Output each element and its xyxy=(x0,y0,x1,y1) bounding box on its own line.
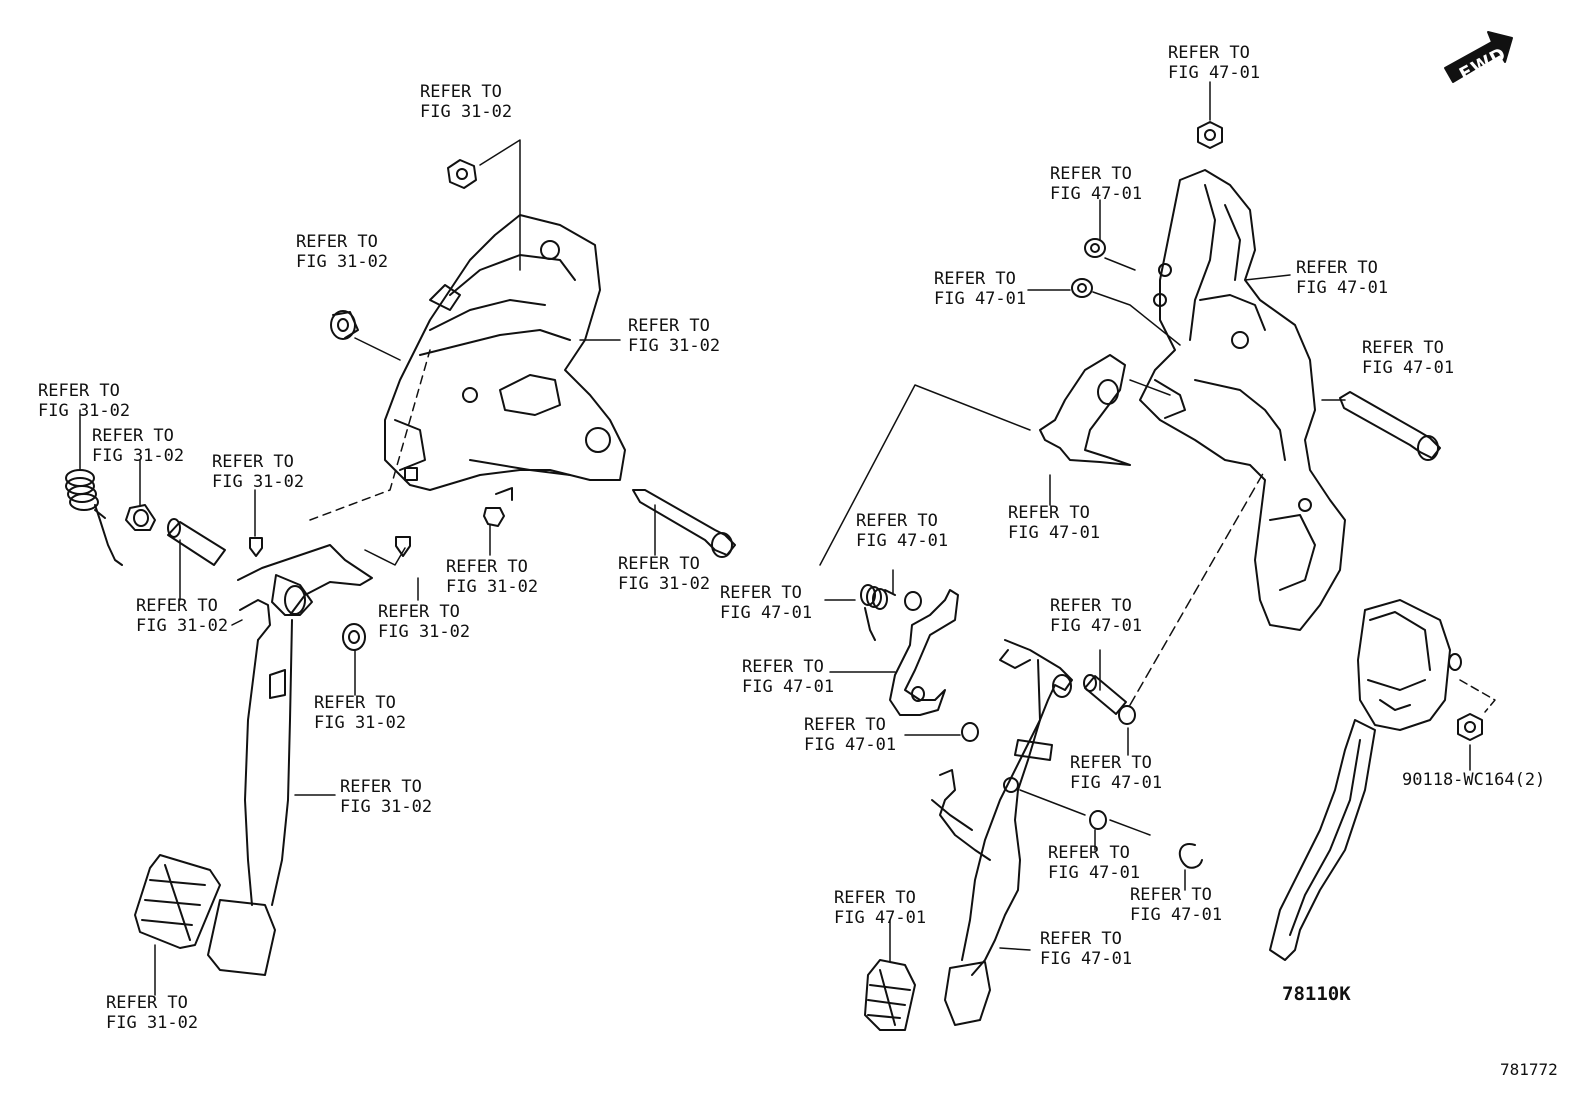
right-pipe xyxy=(1083,674,1127,715)
left-leader-lines xyxy=(79,139,656,996)
left-pipe xyxy=(167,518,226,566)
right-bolt xyxy=(1339,391,1441,461)
right-bracket-plate xyxy=(1039,354,1131,466)
right-bushing-lower xyxy=(1118,705,1136,725)
left-pedal-arm xyxy=(207,544,373,976)
left-bolt xyxy=(632,489,736,558)
accelerator-pedal xyxy=(1269,599,1462,961)
right-collar xyxy=(904,591,922,611)
left-collar xyxy=(125,504,156,531)
right-pedal-bracket xyxy=(1139,169,1346,631)
right-pedal-arm xyxy=(931,639,1073,1026)
right-bushing-small xyxy=(1089,810,1107,830)
right-nut-a xyxy=(1084,238,1106,258)
left-bushing xyxy=(330,310,359,340)
right-stopper-arm xyxy=(889,589,959,716)
left-clip-a xyxy=(249,537,263,557)
left-clip-b xyxy=(395,536,411,557)
part-number-pedal[interactable]: 78110K xyxy=(1282,983,1351,1005)
left-spring xyxy=(65,469,123,566)
right-clip xyxy=(1178,843,1203,869)
left-nut-top xyxy=(447,159,477,189)
part-number-nut[interactable]: 90118-WC164(2) xyxy=(1402,770,1546,790)
left-clip-c xyxy=(483,487,513,527)
right-bushing-mid xyxy=(961,722,979,742)
right-nut-b xyxy=(1071,278,1093,298)
right-spring xyxy=(860,584,896,641)
left-bushing-lower xyxy=(342,623,366,651)
figure-number: 781772 xyxy=(1500,1060,1558,1079)
fwd-arrow-icon xyxy=(1444,31,1513,83)
left-pedal-bracket xyxy=(384,214,626,491)
left-pedal-pad xyxy=(134,854,221,949)
right-leader-lines xyxy=(819,81,1496,963)
right-nut-top xyxy=(1197,121,1223,149)
accelerator-nut xyxy=(1457,713,1483,741)
right-pedal-pad xyxy=(864,959,916,1031)
